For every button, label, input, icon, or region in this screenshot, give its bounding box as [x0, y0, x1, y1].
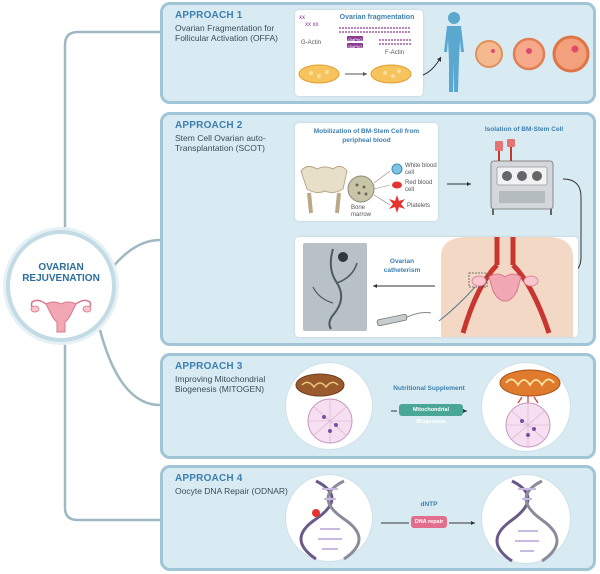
catheterism-figure: Ovarian catheterism	[295, 237, 578, 337]
angiography-image	[303, 243, 367, 331]
svg-text:xx: xx	[299, 15, 305, 21]
approach-4-label: APPROACH 4 Oocyte DNA Repair (ODNAR)	[175, 473, 300, 497]
arrow-to-isolation	[447, 182, 471, 186]
f-actin-label: F-Actin	[385, 50, 405, 56]
pelvis-bone-marrow-diagram	[300, 163, 405, 214]
g-actin-label: G-Actin	[301, 40, 322, 46]
bone-marrow-label: Bone marrow	[351, 205, 372, 218]
hub-title: OVARIAN REJUVENATION	[16, 262, 106, 284]
ovarian-rejuvenation-hub: OVARIAN REJUVENATION	[6, 230, 116, 342]
dntp-label: dNTP	[420, 501, 438, 508]
approach-3-panel: APPROACH 3 Improving Mitochondrial Bioge…	[160, 353, 596, 459]
approach-2-name: Stem Cell Ovarian auto-Transplantation (…	[175, 133, 266, 153]
oocyte-after-circle	[481, 362, 571, 452]
hub-title-line1: OVARIAN	[38, 262, 84, 273]
dna-repair-pill: DNA repair	[411, 516, 447, 528]
transplant-arrow	[422, 56, 442, 76]
hub-title-line2: REJUVENATION	[22, 273, 100, 284]
isolation-title: Isolation of BM-Stem Cell	[484, 126, 564, 133]
dna-repaired-circle	[481, 474, 571, 564]
catheter-syringe-icon	[376, 312, 432, 327]
arrow-to-oocyte-after	[391, 409, 467, 413]
platelets-label: Platelets	[407, 203, 431, 209]
approach-1-label: APPROACH 1 Ovarian Fragmentation for Fol…	[175, 10, 300, 44]
mobilization-title: Mobilization of BM-Stem Cell from periph…	[313, 128, 420, 144]
approach-3-title: APPROACH 3	[175, 361, 243, 372]
approach-2-label: APPROACH 2 Stem Cell Ovarian auto-Transp…	[175, 120, 300, 154]
dna-damaged-helix	[299, 479, 361, 561]
oocyte-before-circle	[285, 362, 373, 450]
angiography-vessels	[312, 248, 358, 330]
dna-damaged-circle	[285, 474, 373, 562]
approach-4-panel: APPROACH 4 Oocyte DNA Repair (ODNAR) dNT…	[160, 465, 596, 571]
follicle-sequence	[475, 35, 590, 73]
approach-3-name: Improving Mitochondrial Biogenesis (MITO…	[175, 374, 266, 394]
white-blood-cell-label: White blood cell	[405, 163, 437, 176]
approach-1-name: Ovarian Fragmentation for Follicular Act…	[175, 23, 278, 43]
arrow-to-angiography	[373, 284, 435, 288]
approach-4-title: APPROACH 4	[175, 473, 243, 484]
gtp-label-1: GlaPhO	[348, 37, 363, 42]
centrifuge-machine-icon	[490, 139, 554, 215]
mitochondrial-biogenesis-pill: Mitochondrial Biogenesis	[399, 404, 463, 425]
oocyte-mitochondria-after	[499, 369, 561, 448]
red-blood-cell-label: Red blood cell	[405, 180, 433, 193]
pelvic-anatomy-diagram	[438, 237, 573, 337]
approach-2-panel: APPROACH 2 Stem Cell Ovarian auto-Transp…	[160, 112, 596, 346]
approach-1-panel: APPROACH 1 Ovarian Fragmentation for Fol…	[160, 2, 596, 104]
human-figure-icon	[444, 12, 464, 92]
fragmentation-figure: Ovarian fragmentation xx xx xx G-Actin F…	[295, 10, 423, 96]
nutritional-supplement-label: Nutritional Supplement	[393, 385, 465, 392]
mobilization-figure: Mobilization of BM-Stem Cell from periph…	[295, 123, 438, 221]
actin-diagram: xx xx xx	[298, 15, 412, 84]
arrow-to-dna-repaired	[381, 521, 475, 525]
svg-text:xx xx: xx xx	[305, 22, 319, 28]
dna-repaired-helix	[495, 479, 559, 563]
approach-2-title: APPROACH 2	[175, 120, 243, 131]
uterus-icon	[30, 299, 92, 333]
fragmentation-title: Ovarian fragmentation	[339, 14, 415, 21]
gtp-label-2: GlaPhO	[348, 44, 363, 49]
approach-4-name: Oocyte DNA Repair (ODNAR)	[175, 486, 288, 496]
catheterism-label: Ovarian catheterism	[383, 258, 421, 274]
approach-3-label: APPROACH 3 Improving Mitochondrial Bioge…	[175, 361, 300, 395]
oocyte-mitochondria-before	[295, 373, 353, 444]
approach-1-title: APPROACH 1	[175, 10, 243, 21]
